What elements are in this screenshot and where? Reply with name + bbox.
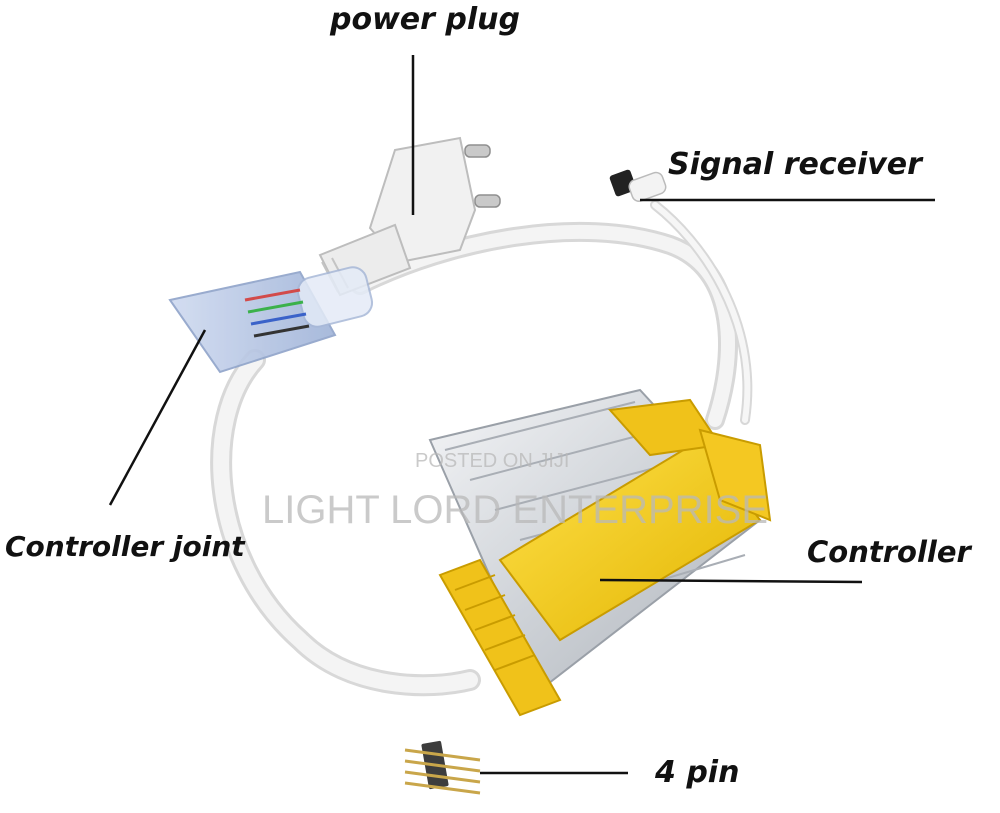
label-four-pin: 4 pin (655, 755, 740, 790)
leader-controller (599, 578, 863, 584)
label-controller: Controller (807, 535, 971, 569)
label-signal-receiver: Signal receiver (668, 147, 922, 182)
controller-icon (428, 388, 772, 717)
leader-lines (108, 55, 935, 775)
watermark-line1: POSTED ON JIJI (415, 450, 570, 472)
four-pin-icon (404, 740, 481, 795)
watermark-line2: LIGHT LORD ENTERPRISE (262, 488, 769, 532)
label-controller-joint: Controller joint (5, 530, 245, 563)
controller-joint-icon (168, 266, 374, 374)
signal-receiver-icon (609, 169, 667, 202)
label-power-plug: power plug (330, 2, 520, 37)
leader-controller-joint (108, 329, 207, 506)
